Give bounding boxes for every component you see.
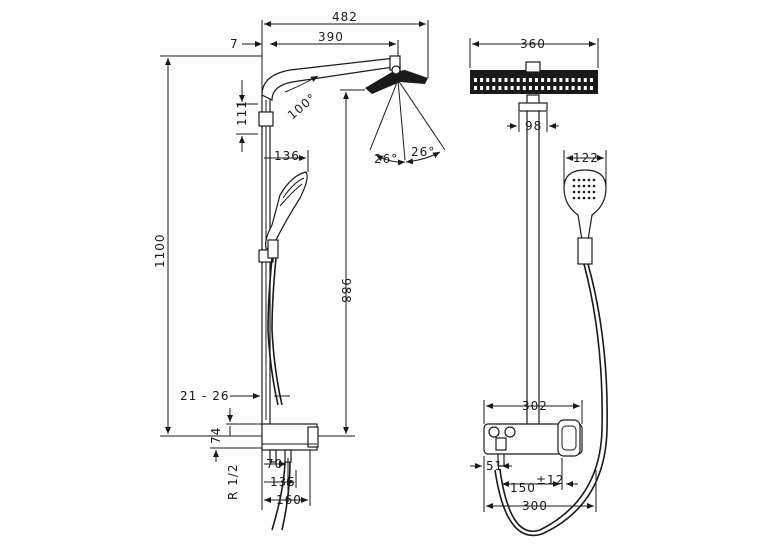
front-hose: [494, 263, 608, 537]
wall-bracket-top: [258, 111, 274, 127]
dim-111: 111: [235, 100, 249, 126]
dim-136: 136: [274, 149, 300, 163]
button-left: [488, 426, 500, 438]
front-view: 360 98 122 302 51 150 ±12 300: [469, 37, 608, 537]
side-view: 482 390 7 1100 988 111 100° 26° 26°: [153, 10, 446, 531]
dim-360: 360: [520, 37, 546, 51]
dim-thread-r-half: R 1/2: [226, 464, 240, 500]
dim-482: 482: [332, 10, 358, 24]
thermostat-body: [261, 423, 319, 463]
dim-160: 160: [276, 493, 302, 507]
dim-21-26: 21 - 26: [180, 389, 230, 403]
button-right: [504, 426, 516, 438]
dim-tilt-26-a: 26°: [374, 152, 398, 166]
dim-302: 302: [522, 399, 548, 413]
dim-135: 135: [270, 475, 296, 489]
dim-300: 300: [522, 499, 548, 513]
front-outlet: [497, 453, 505, 467]
front-overhead-head: [470, 61, 598, 94]
dim-122: 122: [573, 151, 599, 165]
dim-390: 390: [318, 30, 344, 44]
dim-7: 7: [230, 37, 239, 51]
inlet-connector-left: [269, 449, 277, 463]
riser-pipe: [258, 94, 274, 426]
shower-arm: [261, 55, 401, 101]
hand-shower: [265, 171, 308, 259]
front-hand-shower: [563, 169, 607, 265]
dim-tolerance-12: ±12: [536, 473, 564, 487]
front-arm-block: [518, 102, 548, 112]
front-thermostat: [483, 419, 583, 467]
spray-angle-lines: [369, 79, 446, 166]
dim-51: 51: [486, 459, 503, 473]
thermostat-knob: [557, 419, 581, 457]
dim-70: 70: [266, 457, 283, 471]
dim-74: 74: [209, 427, 223, 444]
front-riser: [518, 94, 548, 426]
dim-angle-100: 100°: [285, 90, 319, 122]
dim-tilt-26-b: 26°: [411, 145, 435, 159]
dim-150: 150: [510, 481, 536, 495]
dim-988: 988: [339, 278, 353, 304]
shower-hose: [267, 257, 283, 406]
overhead-shower-head: [365, 65, 428, 94]
dim-98: 98: [525, 119, 542, 133]
dim-1100: 1100: [153, 233, 167, 268]
